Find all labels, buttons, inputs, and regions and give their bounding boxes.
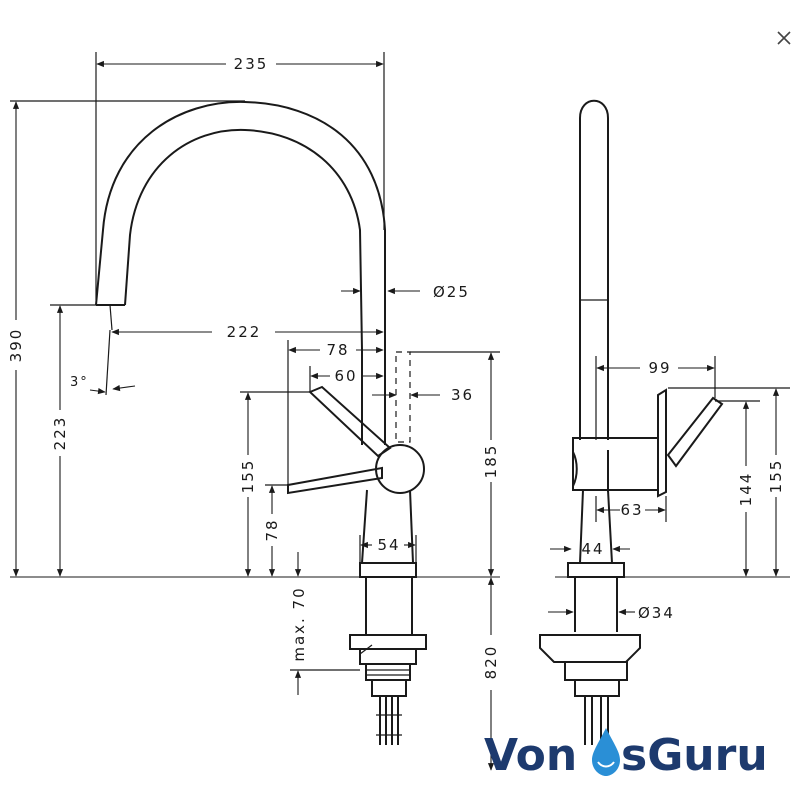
dim-max-70: max. 70 [290, 586, 308, 661]
lever-hub [375, 444, 425, 494]
side-lever-handle [666, 396, 724, 468]
shank [365, 577, 413, 635]
spout-inner-outline [124, 128, 363, 351]
dim-222: 222 [227, 323, 262, 341]
water-drop-icon [592, 728, 620, 776]
lever-low-position [287, 466, 383, 495]
hose-connector [371, 679, 407, 697]
side-nut [564, 661, 628, 681]
watermark-logo: Von sGuru [484, 728, 768, 781]
side-lever-plate [657, 388, 667, 498]
side-shank [574, 577, 618, 632]
dim-390: 390 [7, 328, 25, 363]
side-mounting-plate [539, 634, 641, 663]
nut-tab [359, 644, 373, 655]
close-icon [777, 31, 791, 45]
dim-54: 54 [377, 536, 400, 554]
watermark-text-1: Von [484, 730, 577, 781]
dim-dia-25: Ø25 [433, 283, 470, 301]
side-body-detail [572, 450, 609, 492]
front-dimensions: 235 390 Ø25 222 78 60 3° 36 [7, 52, 500, 771]
side-hoses [584, 696, 609, 745]
dim-820: 820 [482, 645, 500, 680]
dim-78-lower: 78 [263, 518, 281, 541]
dim-223: 223 [51, 416, 69, 451]
thread-section [365, 663, 411, 681]
dim-60: 60 [334, 367, 357, 385]
side-dimensions: 99 63 144 155 44 Ø34 [548, 356, 790, 622]
mounting-nut [359, 648, 417, 665]
dim-144: 144 [737, 472, 755, 507]
supply-hoses [379, 696, 399, 745]
hidden-cartridge [395, 351, 411, 443]
side-connector [574, 679, 620, 697]
body-upper [361, 350, 386, 445]
body-lower [361, 489, 414, 564]
dim-44: 44 [581, 540, 604, 558]
mounting-plate [349, 634, 427, 650]
dim-63: 63 [620, 501, 643, 519]
side-view-faucet [539, 99, 724, 745]
dim-dia-34: Ø34 [638, 604, 675, 622]
thread-lines [366, 669, 410, 676]
spout-outer-outline [95, 100, 386, 350]
spray-line [109, 304, 113, 331]
dim-99: 99 [648, 359, 671, 377]
dim-36: 36 [451, 386, 474, 404]
hose-crimps [376, 714, 402, 736]
base-ring [359, 562, 417, 578]
lever-handle [308, 385, 392, 458]
side-body [572, 437, 659, 491]
dim-angle-3: 3° [70, 375, 89, 390]
dim-155: 155 [239, 459, 257, 494]
side-spout [579, 99, 609, 440]
dim-155-side: 155 [767, 459, 785, 494]
dim-235: 235 [234, 55, 269, 73]
front-view-faucet [95, 100, 427, 745]
watermark-text-2: sGuru [621, 730, 768, 781]
side-body-lower [579, 489, 613, 564]
dim-78-upper: 78 [326, 341, 349, 359]
close-button[interactable] [772, 26, 796, 50]
dim-185: 185 [482, 444, 500, 479]
side-base-ring [567, 562, 625, 578]
